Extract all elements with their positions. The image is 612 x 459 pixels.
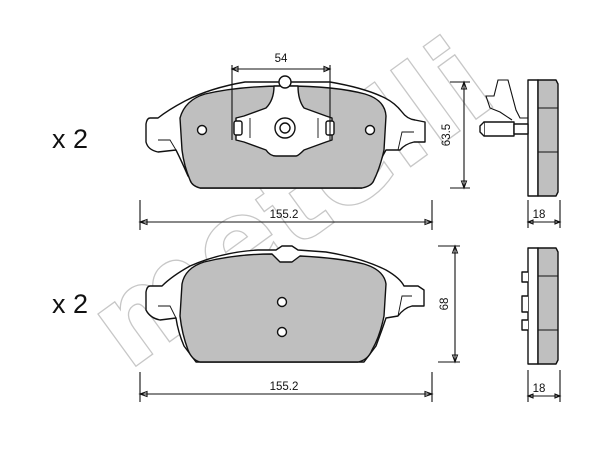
top-right-hole <box>364 124 376 136</box>
top-clip-body <box>483 121 515 137</box>
top-bracket-tab <box>278 75 292 89</box>
top-plate-left-edge <box>158 139 177 151</box>
bottom-upper-hole <box>276 296 288 308</box>
top-thickness-dimension <box>526 200 562 228</box>
bottom-side-tab-upper <box>521 271 528 283</box>
top-pad-front-view <box>145 75 426 189</box>
bottom-side-backing <box>527 247 539 365</box>
top-width-label: 155.2 <box>270 209 299 221</box>
bottom-width-dimension <box>138 372 434 402</box>
bottom-plate-left-edge <box>158 305 177 319</box>
top-thickness-label: 18 <box>533 209 546 221</box>
top-pad-side-view <box>479 79 559 197</box>
top-side-grooves <box>538 107 558 153</box>
bottom-side-tab-middle <box>521 295 528 313</box>
bottom-width-label: 155.2 <box>270 381 299 393</box>
top-plate-right-edge <box>397 131 414 151</box>
bottom-thickness-dimension <box>526 370 562 402</box>
top-side-friction <box>537 79 559 197</box>
top-clip-tip <box>479 121 485 137</box>
bottom-lower-hole <box>276 326 288 338</box>
bottom-pad-front-view <box>145 245 425 363</box>
bottom-side-friction <box>537 247 559 365</box>
bottom-height-dimension <box>438 244 460 364</box>
top-clip-mount <box>513 123 529 135</box>
sensor-spacing-dimension <box>230 65 332 140</box>
top-left-hole <box>196 124 208 136</box>
top-width-dimension <box>138 200 434 230</box>
bottom-side-grooves <box>538 275 558 331</box>
top-spring-clip <box>485 79 528 121</box>
sensor-spacing-label: 54 <box>275 53 288 65</box>
top-bracket-ribs <box>249 118 319 138</box>
bottom-height-label: 68 <box>439 298 451 311</box>
bottom-pad-side-view <box>521 247 559 365</box>
bottom-plate-right-edge <box>397 295 412 317</box>
bottom-thickness-label: 18 <box>533 383 546 395</box>
bottom-side-tab-lower <box>521 319 528 331</box>
bottom-friction-material <box>179 253 387 363</box>
bottom-pad-quantity: x 2 <box>52 289 88 319</box>
top-pad-quantity: x 2 <box>52 124 88 154</box>
top-center-pin-inner <box>279 122 291 134</box>
top-height-label: 63.5 <box>441 124 453 146</box>
top-side-backing <box>527 79 539 197</box>
top-left-lug <box>233 120 243 136</box>
top-height-dimension <box>450 80 470 190</box>
